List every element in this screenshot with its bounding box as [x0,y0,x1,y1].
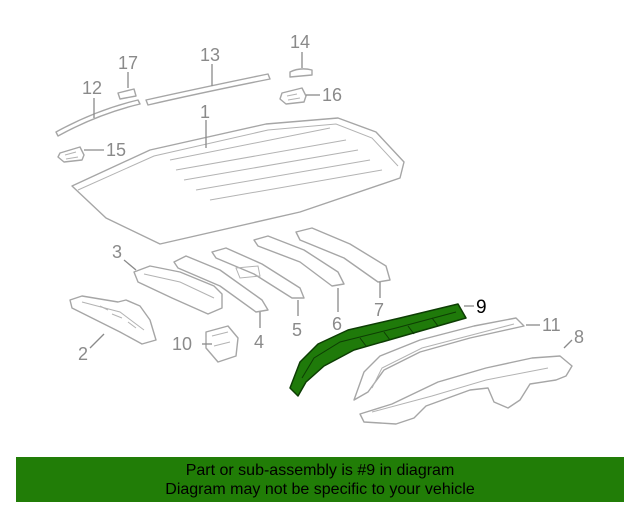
part-16-bracket [279,87,307,105]
callout-14: 14 [290,32,310,52]
callout-6: 6 [332,314,342,334]
part-3-roof-bow [133,265,223,315]
callout-16: 16 [322,85,342,105]
part-8-outer-side-panel [359,355,573,425]
callout-3: 3 [112,242,122,262]
part-17-clip [117,88,137,100]
callout-5: 5 [292,320,302,340]
callout-11: 11 [542,315,561,335]
part-5-roof-bow [211,247,305,299]
part-7-roof-bow [295,227,391,283]
callout-8: 8 [574,327,584,347]
callout-15: 15 [106,140,126,160]
callout-4: 4 [254,332,264,352]
callout-10: 10 [172,334,192,354]
part-6-roof-bow [253,235,345,287]
callout-1: 1 [200,102,210,122]
part-1-roof-panel [71,117,405,245]
parts-diagram: 1 2 3 4 5 6 7 8 9 10 11 12 13 14 15 16 1… [55,32,584,425]
banner-line-1: Part or sub-assembly is #9 in diagram [185,461,455,479]
part-13-long-molding [145,73,271,106]
part-12-left-molding [55,99,141,137]
callout-7: 7 [374,300,384,320]
part-14-end-cap [289,68,313,78]
callout-13: 13 [200,45,220,65]
info-banner: Part or sub-assembly is #9 in diagram Di… [16,457,624,502]
leader-lines [84,52,573,349]
callout-9: 9 [476,297,487,318]
callout-17: 17 [118,53,138,73]
callout-labels: 1 2 3 4 5 6 7 8 9 10 11 12 13 14 15 16 1… [78,32,584,364]
part-2-front-header [69,295,157,345]
part-9-side-rail-highlighted [289,303,467,397]
part-4-roof-bow [173,255,269,313]
part-15-bracket [57,146,85,163]
banner-line-2: Diagram may not be specific to your vehi… [165,480,475,498]
callout-12: 12 [82,78,102,98]
callout-2: 2 [78,344,88,364]
part-10-bracket [205,325,239,363]
part-11-inner-rail [353,317,525,401]
